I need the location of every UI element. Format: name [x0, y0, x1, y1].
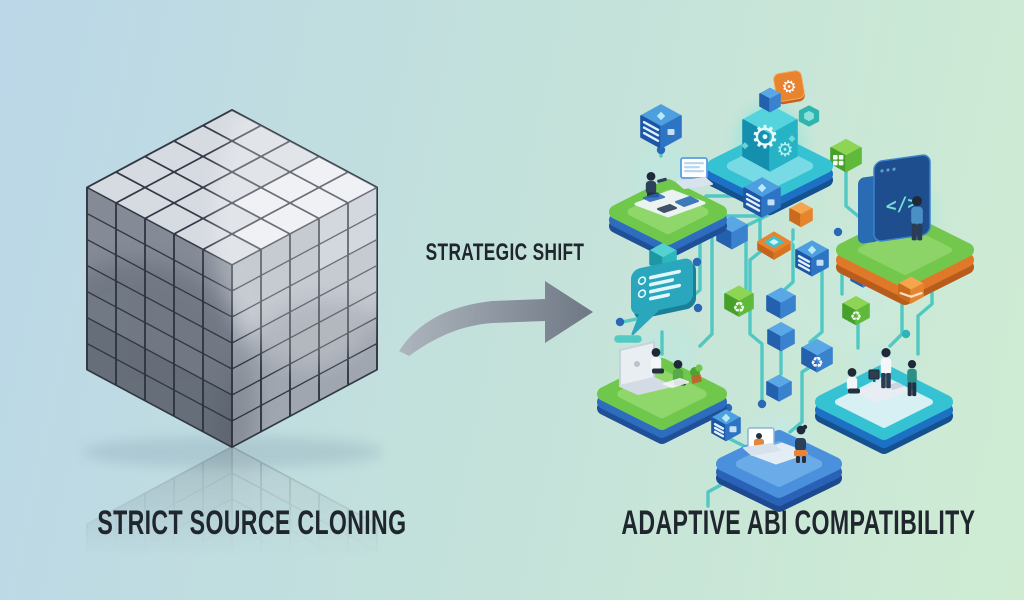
chat-bubble: [631, 258, 696, 336]
svg-text:♻: ♻: [850, 310, 862, 325]
sync-gear-tile: ⚙: [773, 70, 805, 105]
video-call-platform: [716, 424, 842, 512]
shift-arrow: [399, 281, 593, 356]
svg-text:♻: ♻: [810, 353, 823, 371]
chip-hexagon: [798, 105, 820, 127]
svg-text:⚙: ⚙: [780, 76, 798, 98]
pair-workstation: [597, 341, 727, 444]
team-collaboration-platform: [815, 348, 953, 454]
module-diamond: [757, 231, 791, 260]
right-caption: ADAPTIVE ABI COMPATIBILITY: [621, 504, 976, 542]
blue-cube-3: [767, 322, 795, 352]
blue-cube-2: [766, 287, 796, 319]
recycle-blue-cube: ♻: [801, 338, 833, 373]
package-orange-cube: [898, 276, 924, 304]
apps-green-cube: [830, 138, 862, 173]
doc-server-cube: [795, 240, 829, 277]
svg-text:⚙: ⚙: [776, 139, 793, 161]
svg-text:⚙: ⚙: [751, 118, 780, 156]
svg-text:♻: ♻: [733, 300, 746, 316]
orange-cube-small: [789, 202, 813, 228]
server-cube-top: [640, 104, 682, 149]
server-cube-bottom: [711, 409, 741, 442]
recycle-green-cube-2: ♻: [842, 296, 870, 326]
left-caption: STRICT SOURCE CLONING: [97, 504, 407, 542]
ai-server-cube: [743, 177, 781, 218]
blue-cube-4: [766, 374, 792, 402]
code-panel-platform: </>: [836, 154, 974, 305]
recycle-green-cube-1: ♻: [724, 285, 754, 317]
network-nodes: ⚙⚙⚙</>♻♻♻: [597, 70, 974, 512]
center-caption: STRATEGIC SHIFT: [425, 239, 585, 266]
